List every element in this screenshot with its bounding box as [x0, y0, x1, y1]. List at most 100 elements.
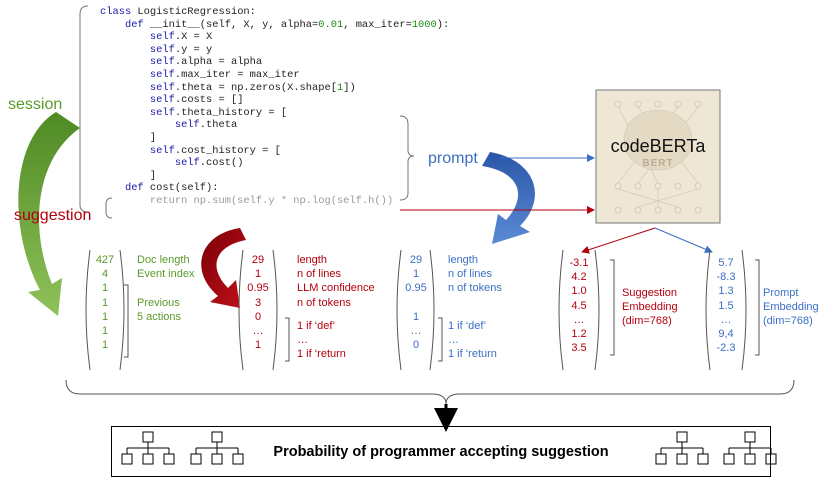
- feature-label: 1 if ‘return: [448, 348, 497, 361]
- model-name: codeBERTa: [610, 136, 706, 156]
- code-line: self.alpha = alpha: [149, 56, 263, 69]
- vector-value: 0.95: [247, 282, 269, 295]
- vector-value: 0.95: [405, 282, 427, 295]
- feature-label: n of lines: [297, 268, 342, 281]
- code-line: return np.sum(self.y * np.log(self.h()): [100, 194, 394, 207]
- feature-label: (dim=768): [763, 315, 813, 328]
- prompt-bracket: [399, 115, 415, 201]
- vector-value: 29: [251, 254, 265, 266]
- code-bracket: [79, 5, 89, 213]
- vector-value: …: [410, 324, 422, 337]
- feature-label: length: [448, 254, 478, 266]
- model-watermark: BERT: [642, 158, 674, 169]
- model-to-sugg-emb-line: [581, 227, 656, 254]
- vector-value: 0: [254, 310, 262, 323]
- vector-value: -2.3: [716, 342, 736, 355]
- vector-value: 1: [101, 324, 109, 337]
- vector-value: 1.5: [718, 299, 734, 312]
- feature-label: Doc length: [137, 254, 190, 266]
- feature-label: 1 if ‘return: [297, 348, 346, 361]
- feature-label: …: [297, 334, 308, 347]
- prompt-bin-desc: 1 if ‘def’ …1 if ‘return: [448, 319, 497, 362]
- vector-value: 4.2: [571, 271, 587, 284]
- feature-label: 1 if ‘def’: [448, 320, 487, 332]
- feature-label: 1 if ‘def’: [297, 320, 336, 332]
- vector-value: 1: [412, 268, 420, 281]
- feature-label: Embedding: [622, 301, 678, 314]
- vector-value: 0: [412, 339, 420, 352]
- session-arrow: [18, 112, 80, 316]
- vector-value: 3: [254, 296, 262, 309]
- probability-label: Probability of programmer accepting sugg…: [273, 444, 609, 460]
- vector-value: …: [252, 324, 264, 337]
- vector-value: -8.3: [716, 271, 736, 284]
- vector-value: 9,4: [718, 327, 734, 340]
- suggestion-label: suggestion: [14, 207, 92, 224]
- vector-value: 4.5: [571, 299, 587, 312]
- vector-value: 1: [412, 310, 420, 323]
- code-line: self.theta: [174, 119, 238, 132]
- suggestion-bracket: [105, 197, 113, 219]
- feature-label: length: [297, 254, 327, 266]
- feature-label: n of tokens: [448, 282, 502, 295]
- tree-icon: [121, 431, 175, 465]
- feature-label: …: [448, 334, 459, 347]
- vector-brackets: [85, 249, 747, 371]
- classifier-box: Probability of programmer accepting sugg…: [111, 426, 771, 477]
- code-line: def __init__(self, X, y, alpha=0.01, max…: [124, 18, 450, 31]
- tree-icon: [190, 431, 244, 465]
- vector-value: 1: [101, 296, 109, 309]
- feature-label: LLM confidence: [297, 282, 375, 295]
- code-line: def cost(self):: [124, 182, 219, 195]
- vector-value: 1.2: [571, 327, 587, 340]
- code-line: self.costs = []: [149, 94, 244, 107]
- vector-value: 5.7: [718, 257, 734, 269]
- feature-label: Prompt: [763, 287, 799, 299]
- vector-value: 4: [101, 268, 109, 281]
- model-to-prompt-emb-line: [654, 227, 713, 253]
- bottom-brace: [65, 379, 795, 405]
- feature-label: Suggestion: [622, 287, 678, 299]
- vector-value: …: [573, 313, 585, 326]
- code-line: self.cost(): [174, 157, 244, 170]
- vector-value: 1: [101, 310, 109, 323]
- vector-value: 1: [101, 282, 109, 295]
- feature-label: n of lines: [448, 268, 493, 281]
- code-line: self.cost_history = [: [149, 144, 281, 157]
- prompt-label: prompt: [428, 150, 478, 167]
- code-line: ]: [100, 131, 157, 144]
- code-line: self.X = X: [149, 31, 213, 44]
- vector-value: 427: [95, 254, 115, 266]
- vector-value: 3.5: [571, 342, 587, 355]
- feature-label: Embedding: [763, 301, 819, 314]
- vector-value: [397, 296, 435, 310]
- prompt-arrow: [482, 152, 535, 244]
- feature-label: Event index: [137, 268, 195, 281]
- vector-value: 1: [254, 339, 262, 352]
- vector-value: 1.0: [571, 285, 587, 298]
- vector-value: …: [720, 313, 732, 326]
- tree-icon: [655, 431, 709, 465]
- session-label: session: [8, 96, 63, 113]
- feature-label: (dim=768): [622, 315, 672, 328]
- vector-value: 1: [101, 339, 109, 352]
- feature-label: n of tokens: [297, 296, 351, 309]
- suggestion-arrow: [201, 228, 246, 308]
- feature-label: 5 actions: [137, 311, 182, 324]
- code-line: self.theta_history = [: [149, 106, 288, 119]
- suggestion-bin-desc: 1 if ‘def’ …1 if ‘return: [297, 319, 346, 362]
- vector-value: 1.3: [718, 285, 734, 298]
- tree-icon: [723, 431, 777, 465]
